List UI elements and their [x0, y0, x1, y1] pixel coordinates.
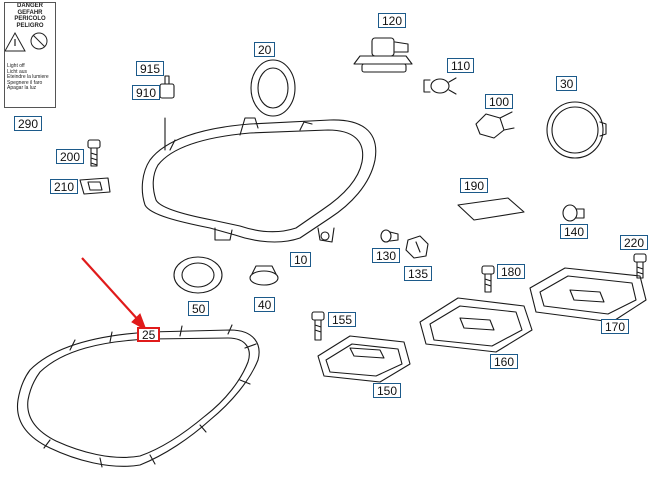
warning-line-1: DANGER: [16, 3, 43, 9]
screw-220-icon[interactable]: [633, 253, 647, 279]
warning-hazard-icon: [5, 31, 48, 52]
part-label-180[interactable]: 180: [497, 264, 526, 279]
warning-label: DANGER GEFAHR PERICOLO PELIGRO Light off…: [4, 2, 56, 108]
bulb-110-icon[interactable]: [423, 77, 457, 95]
part-label-25-selected[interactable]: 25: [137, 327, 161, 342]
part-label-155[interactable]: 155: [328, 312, 357, 327]
part-label-110[interactable]: 110: [447, 58, 475, 73]
control-unit-160-icon[interactable]: [419, 297, 533, 353]
part-label-130[interactable]: 130: [372, 248, 401, 263]
socket-135-icon[interactable]: [405, 235, 429, 259]
bulb-130-icon[interactable]: [380, 229, 399, 243]
part-label-100[interactable]: 100: [485, 94, 514, 109]
warning-line-2: GEFAHR: [17, 9, 43, 16]
part-label-160[interactable]: 160: [490, 354, 519, 369]
warning-line-3: PERICOLO: [14, 16, 46, 22]
part-label-20[interactable]: 20: [254, 42, 276, 57]
part-label-120[interactable]: 120: [378, 13, 407, 28]
clip-210-icon[interactable]: [79, 177, 111, 195]
part-label-210[interactable]: 210: [50, 179, 79, 194]
part-label-50[interactable]: 50: [188, 301, 210, 316]
part-label-10[interactable]: 10: [290, 252, 312, 267]
highlight-arrow: [81, 257, 147, 332]
part-label-170[interactable]: 170: [601, 319, 630, 334]
part-label-200[interactable]: 200: [56, 149, 85, 164]
headlamp-lens[interactable]: [16, 324, 260, 468]
warning-line-4: PELIGRO: [16, 22, 44, 29]
part-label-40[interactable]: 40: [254, 297, 276, 312]
screw-155-icon[interactable]: [311, 311, 325, 341]
warning-subtext-4: Spegnere il faro: [7, 79, 43, 86]
part-label-30[interactable]: 30: [556, 76, 578, 91]
part-label-190[interactable]: 190: [460, 178, 489, 193]
part-label-150[interactable]: 150: [373, 383, 402, 398]
bulb-140-icon[interactable]: [562, 204, 585, 222]
seal-ring-20-icon[interactable]: [250, 59, 296, 117]
cover-30-icon[interactable]: [546, 101, 607, 159]
part-label-220[interactable]: 220: [620, 235, 649, 250]
screw-180-icon[interactable]: [481, 265, 495, 293]
screw-200-icon[interactable]: [87, 139, 101, 167]
bulb-120-icon[interactable]: [353, 37, 413, 73]
part-label-135[interactable]: 135: [404, 266, 433, 281]
warning-subtext-5: Apagar la luz: [7, 85, 37, 91]
warning-subtext-3: Eteindre la lumiere: [7, 74, 49, 80]
part-label-140[interactable]: 140: [560, 224, 589, 239]
bulb-100-icon[interactable]: [475, 111, 515, 139]
part-label-915[interactable]: 915: [136, 61, 165, 76]
bracket-910-icon[interactable]: [159, 75, 175, 99]
cap-40-icon[interactable]: [249, 265, 279, 286]
film-190-icon[interactable]: [457, 197, 525, 221]
part-label-290[interactable]: 290: [14, 116, 43, 131]
headlamp-assembly[interactable]: [141, 117, 377, 243]
warning-subtext-1: Light off: [7, 63, 25, 69]
control-unit-150-icon[interactable]: [317, 335, 411, 383]
warning-subtext-2: Licht aus: [7, 68, 28, 75]
part-label-910[interactable]: 910: [132, 85, 161, 100]
control-unit-170-icon[interactable]: [529, 267, 647, 323]
seal-ring-50-icon[interactable]: [173, 256, 223, 294]
